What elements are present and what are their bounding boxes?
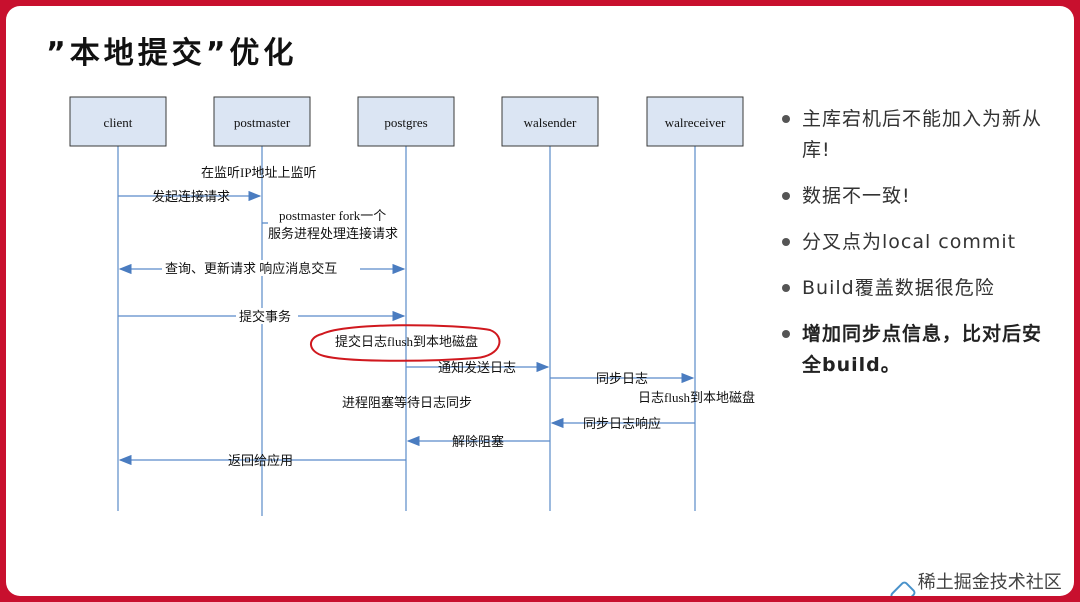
bullet-dot-icon bbox=[782, 330, 790, 338]
participant-walsender: walsender bbox=[501, 96, 599, 147]
watermark-text: 稀土掘金技术社区 重天轮 bbox=[917, 572, 1062, 593]
bullet-dot-icon bbox=[782, 238, 790, 246]
note-listen: 在监听IP地址上监听 bbox=[201, 165, 317, 180]
highlight-circle bbox=[310, 324, 501, 362]
bullet-dot-icon bbox=[782, 284, 790, 292]
participant-label: walsender bbox=[524, 115, 577, 130]
participant-postmaster: postmaster bbox=[213, 96, 311, 147]
note-standby-flush: 日志flush到本地磁盘 bbox=[638, 390, 755, 405]
slide: ”本地提交”优化 client postmaster postgres bbox=[6, 6, 1074, 596]
bullet-text: 主库宕机后不能加入为新从库! bbox=[802, 108, 1043, 161]
bullet-item: 分叉点为local commit bbox=[780, 227, 1060, 258]
message-sync: 同步日志 bbox=[596, 371, 648, 386]
bullet-text: 增加同步点信息，比对后安全build。 bbox=[802, 323, 1043, 376]
watermark: 稀土掘金技术社区 重天轮 bbox=[888, 568, 1074, 596]
participant-client: client bbox=[69, 96, 167, 147]
note-fork-line1: postmaster fork一个 bbox=[279, 208, 386, 223]
bullet-list: 主库宕机后不能加入为新从库! 数据不一致! 分叉点为local commit B… bbox=[780, 104, 1060, 396]
note-flush-local: 提交日志flush到本地磁盘 bbox=[335, 334, 478, 349]
bullet-item: 主库宕机后不能加入为新从库! bbox=[780, 104, 1060, 166]
participant-postgres: postgres bbox=[357, 96, 455, 147]
bullet-dot-icon bbox=[782, 192, 790, 200]
participant-label: walreceiver bbox=[665, 115, 726, 130]
bullet-text: Build覆盖数据很危险 bbox=[802, 277, 995, 299]
participant-label: client bbox=[104, 115, 133, 130]
message-sync-resp: 同步日志响应 bbox=[583, 416, 661, 431]
bullet-item: 数据不一致! bbox=[780, 181, 1060, 212]
message-notify: 通知发送日志 bbox=[438, 360, 516, 375]
bullet-text: 分叉点为local commit bbox=[802, 231, 1017, 253]
slide-title: ”本地提交”优化 bbox=[46, 36, 298, 71]
note-fork-line2: 服务进程处理连接请求 bbox=[268, 226, 398, 241]
participant-label: postmaster bbox=[234, 115, 291, 130]
sequence-diagram: client postmaster postgres walsender wal… bbox=[69, 96, 755, 516]
message-query: 查询、更新请求 响应消息交互 bbox=[165, 261, 337, 276]
bullet-text: 数据不一致! bbox=[802, 185, 911, 207]
note-wait: 进程阻塞等待日志同步 bbox=[342, 395, 472, 410]
message-connect: 发起连接请求 bbox=[152, 189, 230, 204]
bullet-item: 增加同步点信息，比对后安全build。 bbox=[780, 319, 1060, 381]
message-unblock: 解除阻塞 bbox=[452, 434, 504, 449]
bullet-item: Build覆盖数据很危险 bbox=[780, 273, 1060, 304]
message-return: 返回给应用 bbox=[228, 453, 293, 468]
participant-label: postgres bbox=[384, 115, 427, 130]
logo-icon bbox=[888, 579, 917, 596]
bullet-dot-icon bbox=[782, 115, 790, 123]
message-commit: 提交事务 bbox=[239, 309, 291, 324]
participant-walreceiver: walreceiver bbox=[646, 96, 744, 147]
